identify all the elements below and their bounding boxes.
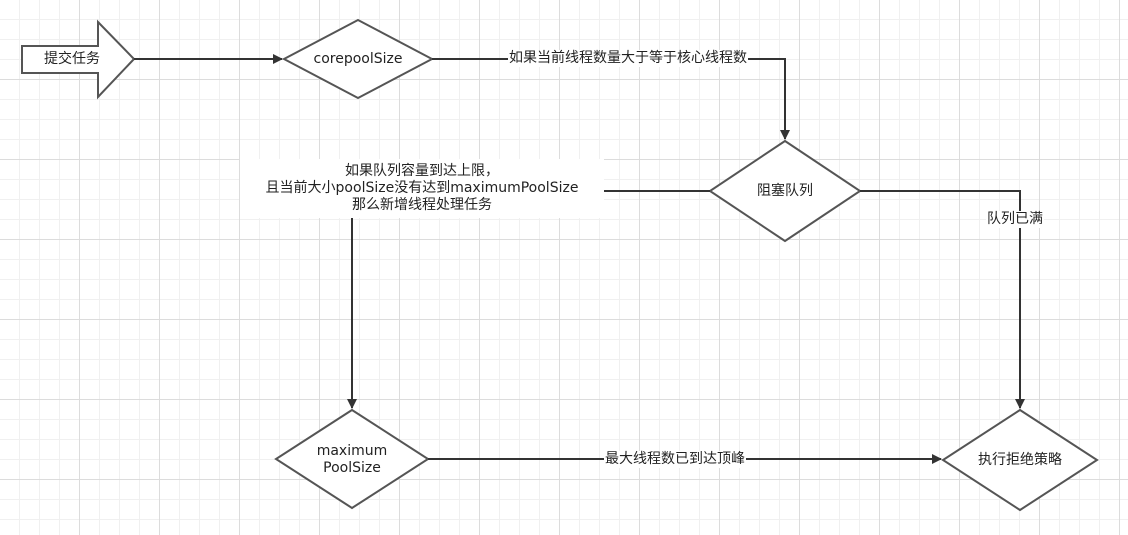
maximum-poolsize-line2: PoolSize: [323, 460, 381, 476]
edge-corepool-to-queue: [432, 58, 790, 140]
blocking-queue-diamond[interactable]: [708, 139, 862, 243]
edge-label-max-to-reject: 最大线程数已到达顶峰: [604, 451, 746, 468]
edge-queue-to-reject: [860, 190, 1025, 409]
edge-label-queue-to-maxpool: 如果队列容量到达上限， 且当前大小poolSize没有达到maximumPool…: [240, 159, 604, 218]
corepoolsize-label: corepoolSize: [313, 51, 403, 67]
edge-queue-to-maxpool: [347, 190, 710, 409]
blocking-queue-label: 阻塞队列: [757, 183, 813, 199]
edge-label-queue-to-maxpool-line1: 如果队列容量到达上限，: [345, 163, 499, 179]
reject-policy-diamond[interactable]: [941, 408, 1099, 512]
submit-task-arrow-shape[interactable]: [21, 19, 136, 100]
reject-policy-label: 执行拒绝策略: [978, 452, 1062, 468]
maximum-poolsize-diamond[interactable]: [274, 408, 430, 510]
corepoolsize-diamond[interactable]: [281, 18, 435, 100]
edge-label-queue-full: 队列已满: [986, 211, 1044, 228]
edge-label-core-to-queue: 如果当前线程数量大于等于核心线程数: [508, 50, 748, 67]
maximum-poolsize-label: maximum PoolSize: [302, 443, 402, 477]
edge-label-queue-to-maxpool-line2: 且当前大小poolSize没有达到maximumPoolSize: [265, 180, 579, 196]
submit-task-label: 提交任务: [44, 51, 100, 67]
maximum-poolsize-line1: maximum: [316, 443, 388, 459]
edge-label-queue-to-maxpool-line3: 那么新增线程处理任务: [352, 197, 492, 213]
